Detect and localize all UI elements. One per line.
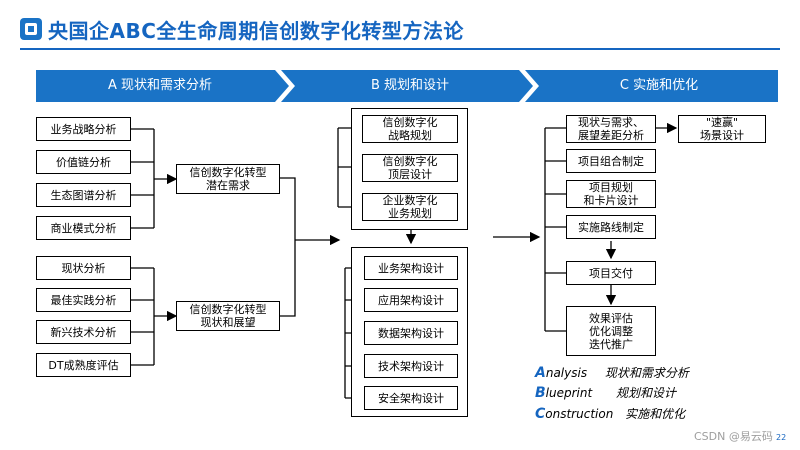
c-evaluation-iteration: 效果评估 优化调整 迭代推广 <box>566 306 656 356</box>
c-portfolio: 项目组合制定 <box>566 149 656 173</box>
a-output-potential-demand: 信创数字化转型 潜在需求 <box>176 164 280 194</box>
c-quick-win-design: "速赢" 场景设计 <box>678 115 766 143</box>
b-strategy-planning: 信创数字化 战略规划 <box>362 115 458 143</box>
b-data-architecture: 数据架构设计 <box>364 321 458 345</box>
phase-a-arrow <box>36 70 289 102</box>
legend-blueprint: Blueprint 规划和设计 <box>535 385 677 401</box>
b-security-architecture: 安全架构设计 <box>364 386 458 410</box>
c-project-planning: 项目规划 和卡片设计 <box>566 180 656 208</box>
b-business-architecture: 业务架构设计 <box>364 256 458 280</box>
c-project-delivery: 项目交付 <box>566 261 656 285</box>
legend-construction: Construction 实施和优化 <box>535 406 686 422</box>
title-underline <box>20 48 780 50</box>
watermark: CSDN @易云码 <box>694 430 773 443</box>
phase-c-arrow <box>525 70 778 102</box>
phase-b-label: B 规划和设计 <box>370 78 450 93</box>
phase-c-label: C 实施和优化 <box>619 78 699 93</box>
page-number: 22 <box>776 433 787 442</box>
phase-b-arrow <box>281 70 533 102</box>
a-output-status-outlook: 信创数字化转型 现状和展望 <box>176 301 280 331</box>
b-business-planning: 企业数字化 业务规划 <box>362 193 458 221</box>
b-top-level-design: 信创数字化 顶层设计 <box>362 154 458 182</box>
a-item-ecosystem-map: 生态图谱分析 <box>36 183 131 207</box>
b-application-architecture: 应用架构设计 <box>364 288 458 312</box>
a-item-business-strategy: 业务战略分析 <box>36 117 131 141</box>
page-title: 央国企ABC全生命周期信创数字化转型方法论 <box>48 19 464 43</box>
b-technology-architecture: 技术架构设计 <box>364 354 458 378</box>
c-gap-analysis: 现状与需求、 展望差距分析 <box>566 115 656 143</box>
a-item-dt-maturity: DT成熟度评估 <box>36 353 131 377</box>
phase-a-label: A 现状和需求分析 <box>107 78 213 93</box>
a-item-value-chain: 价值链分析 <box>36 150 131 174</box>
a-item-emerging-tech: 新兴技术分析 <box>36 320 131 344</box>
legend-analysis: Analysis 现状和需求分析 <box>535 365 689 381</box>
a-item-current-state: 现状分析 <box>36 256 131 280</box>
c-roadmap: 实施路线制定 <box>566 215 656 239</box>
a-item-best-practice: 最佳实践分析 <box>36 288 131 312</box>
chip-icon <box>20 18 42 40</box>
a-item-business-model: 商业模式分析 <box>36 216 131 240</box>
